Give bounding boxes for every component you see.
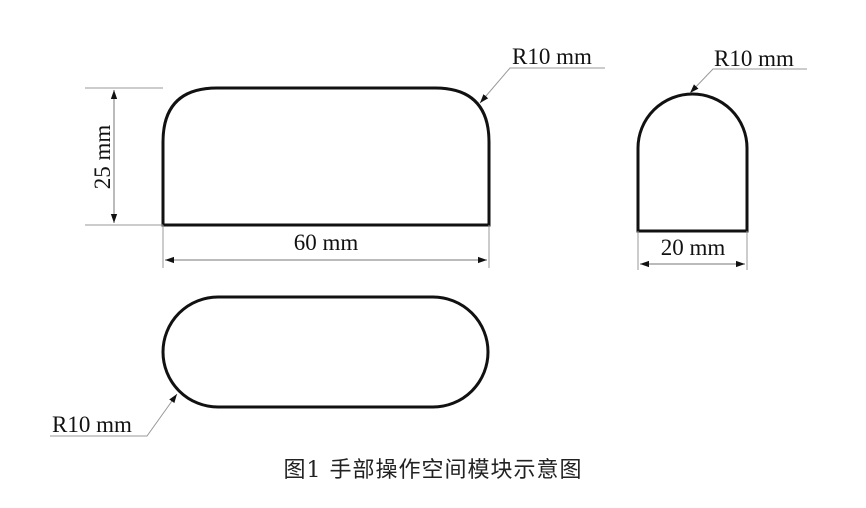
end-view-outline — [636, 92, 749, 233]
top-view-outline — [161, 295, 490, 409]
height-label: 25 mm — [90, 125, 115, 190]
radius-leader — [479, 67, 605, 104]
end-radius-leader — [689, 68, 807, 94]
radius-label: R10 mm — [512, 44, 592, 69]
top-radius-label: R10 mm — [52, 412, 132, 437]
end-width-label: 20 mm — [661, 235, 726, 260]
figure-caption: 图1 手部操作空间模块示意图 — [283, 458, 583, 483]
side-view-outline — [161, 86, 491, 227]
top-view: R10 mm — [50, 295, 490, 437]
side-view: 25 mm 60 mm R10 mm — [85, 44, 605, 268]
end-radius-label: R10 mm — [714, 46, 794, 71]
end-view: 20 mm R10 mm — [636, 46, 807, 270]
top-radius-leader — [50, 393, 178, 437]
width-label: 60 mm — [294, 230, 359, 255]
